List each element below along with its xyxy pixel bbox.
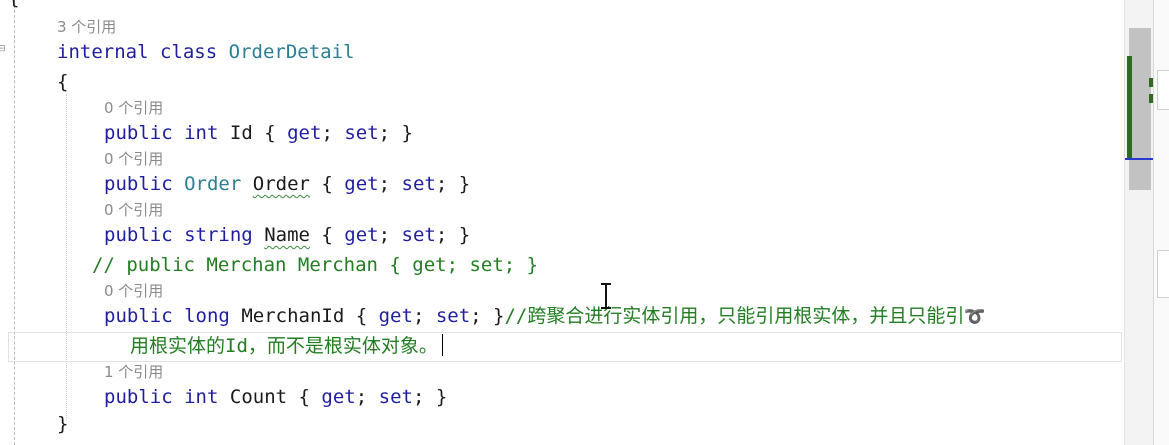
current-line-highlight xyxy=(8,332,1122,362)
type-string: string xyxy=(184,224,253,246)
keyword-public: public xyxy=(104,224,173,246)
word-wrap-arrow-icon: ➰ xyxy=(964,307,986,327)
text-ibeam-cursor-icon xyxy=(601,283,611,309)
property-merchanid[interactable]: public long MerchanId { get; set; }//跨聚合… xyxy=(104,304,986,329)
property-id[interactable]: public int Id { get; set; } xyxy=(104,121,413,145)
property-name: MerchanId xyxy=(241,305,345,327)
accessors: { get; set; } xyxy=(321,173,471,195)
codelens-references[interactable]: 3 个引用 xyxy=(57,18,117,36)
property-name-decl[interactable]: public string Name { get; set; } xyxy=(104,223,470,247)
keyword-class: class xyxy=(159,41,218,63)
keyword-public: public xyxy=(104,305,173,327)
keyword-internal: internal xyxy=(57,41,149,63)
accessors: { get; set; } xyxy=(355,305,505,327)
side-panel-strip xyxy=(1153,0,1169,445)
indent-guide xyxy=(66,94,67,420)
side-tab[interactable] xyxy=(1157,250,1169,298)
accessors: { get; set; } xyxy=(321,224,471,246)
property-name: Name xyxy=(264,224,310,246)
property-count[interactable]: public int Count { get; set; } xyxy=(104,385,447,409)
codelens-references[interactable]: 0 个引用 xyxy=(104,201,164,219)
commented-out-line[interactable]: // public Merchan Merchan { get; set; } xyxy=(92,254,539,276)
outline-gutter-line xyxy=(14,0,16,445)
codelens-references[interactable]: 0 个引用 xyxy=(104,99,164,117)
caret-position-marker xyxy=(1125,158,1157,160)
property-name: Count xyxy=(229,386,288,408)
inline-comment-continued: 用根实体的Id，而不是根实体对象。 xyxy=(130,335,438,357)
keyword-public: public xyxy=(104,122,173,144)
keyword-get: get xyxy=(287,122,322,144)
property-name: Id xyxy=(229,122,253,144)
wrapped-comment-line[interactable]: 用根实体的Id，而不是根实体对象。 xyxy=(130,334,443,358)
code-editor[interactable]: ⊟ { 3 个引用 internal class OrderDetail { 0… xyxy=(0,0,1124,445)
keyword-set: set xyxy=(401,173,436,195)
type-long: long xyxy=(184,305,230,327)
keyword-public: public xyxy=(104,386,173,408)
change-marker xyxy=(1149,94,1154,103)
type-int: int xyxy=(184,386,219,408)
keyword-get: get xyxy=(378,305,413,327)
keyword-public: public xyxy=(104,173,173,195)
codelens-references[interactable]: 1 个引用 xyxy=(104,363,164,381)
close-brace: } xyxy=(57,413,69,435)
accessors: { get; set; } xyxy=(264,122,413,144)
keyword-get: get xyxy=(344,173,379,195)
inline-comment: //跨聚合进行实体引用，只能引用根实体，并且只能引 xyxy=(504,305,965,327)
accessors: { get; set; } xyxy=(298,386,448,408)
keyword-set: set xyxy=(401,224,436,246)
keyword-set: set xyxy=(344,122,379,144)
class-name: OrderDetail xyxy=(228,41,355,63)
property-name: Order xyxy=(252,173,310,195)
keyword-get: get xyxy=(344,224,379,246)
property-order[interactable]: public Order Order { get; set; } xyxy=(104,172,470,196)
text-caret xyxy=(441,334,443,356)
top-brace: { xyxy=(8,0,19,10)
class-declaration[interactable]: internal class OrderDetail xyxy=(57,40,354,64)
side-tab[interactable] xyxy=(1157,70,1169,110)
change-marker xyxy=(1127,56,1132,160)
keyword-get: get xyxy=(321,386,356,408)
type-order: Order xyxy=(184,173,242,195)
collapse-toggle-icon[interactable]: ⊟ xyxy=(0,44,6,54)
type-int: int xyxy=(184,122,219,144)
keyword-set: set xyxy=(378,386,413,408)
scrollbar-thumb[interactable] xyxy=(1129,28,1151,190)
change-marker xyxy=(1149,78,1154,87)
open-brace: { xyxy=(57,71,69,93)
codelens-references[interactable]: 0 个引用 xyxy=(104,150,164,168)
codelens-references[interactable]: 0 个引用 xyxy=(104,282,164,300)
keyword-set: set xyxy=(435,305,471,327)
